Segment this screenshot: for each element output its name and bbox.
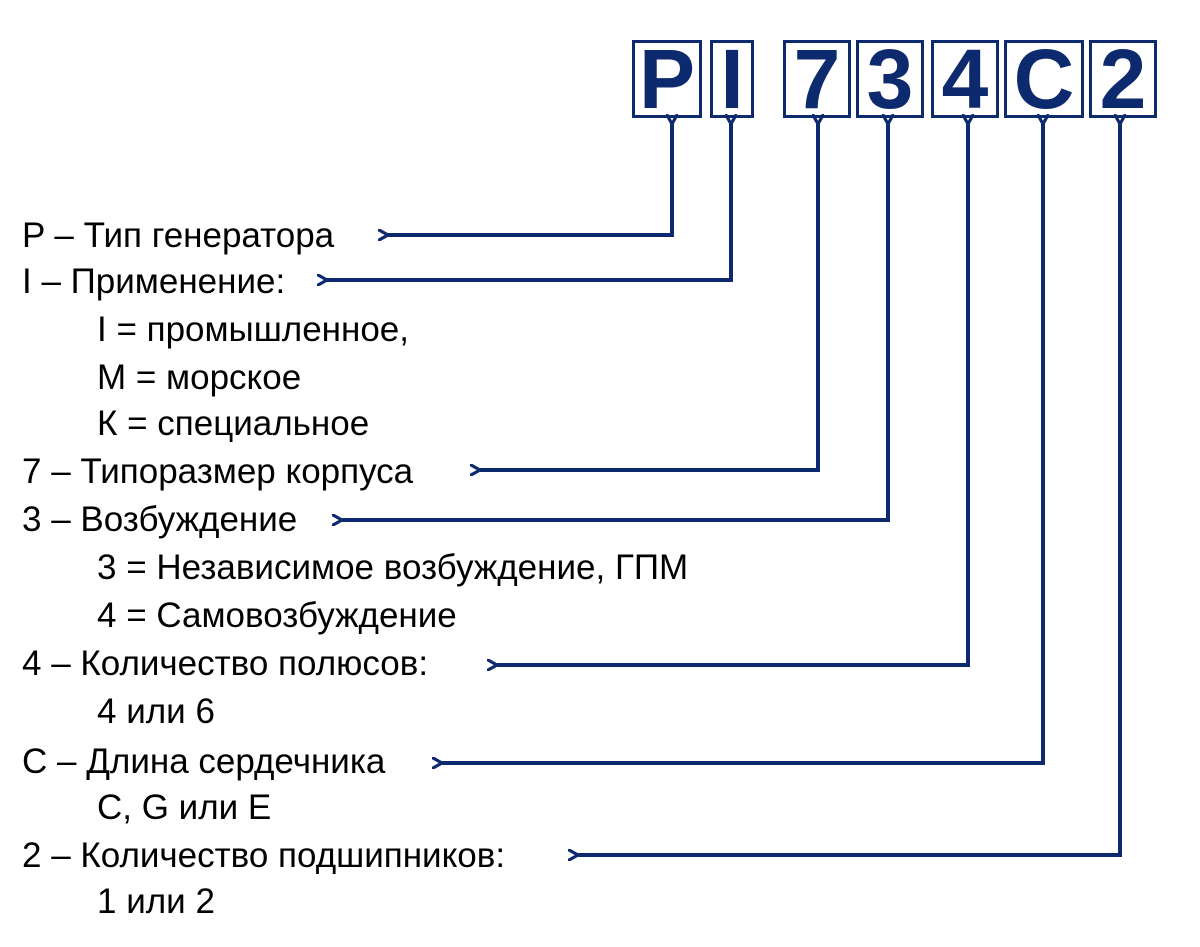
label-4-number-of-poles: 4 – Количество полюсов: <box>22 644 429 683</box>
arrow-p <box>388 124 672 235</box>
option-special: К = специальное <box>97 404 370 443</box>
arrow-c <box>442 124 1043 763</box>
option-core-length: C, G или E <box>97 788 272 827</box>
label-p-generator-type: P – Тип генератора <box>22 216 335 255</box>
code-box-4: 4 <box>931 37 999 121</box>
option-poles: 4 или 6 <box>97 692 215 731</box>
label-3-excitation: 3 – Возбуждение <box>22 500 298 539</box>
option-industrial: I = промышленное, <box>97 310 409 349</box>
label-2-number-of-bearings: 2 – Количество подшипников: <box>22 836 506 875</box>
option-separate-excitation: 3 = Независимое возбуждение, ГПМ <box>97 548 689 587</box>
arrow-2 <box>578 124 1120 855</box>
label-7-frame-size: 7 – Типоразмер корпуса <box>22 452 414 491</box>
label-c-core-length: С – Длина сердечника <box>22 742 386 781</box>
label-i-application: I – Применение: <box>22 262 286 301</box>
arrow-3 <box>342 124 888 520</box>
arrow-7 <box>480 124 818 470</box>
code-box-2: 2 <box>1089 37 1157 121</box>
code-box-7: 7 <box>783 37 851 121</box>
option-bearings: 1 или 2 <box>97 882 215 921</box>
option-self-excitation: 4 = Самовозбуждение <box>97 596 457 635</box>
option-marine: M = морское <box>97 358 302 397</box>
